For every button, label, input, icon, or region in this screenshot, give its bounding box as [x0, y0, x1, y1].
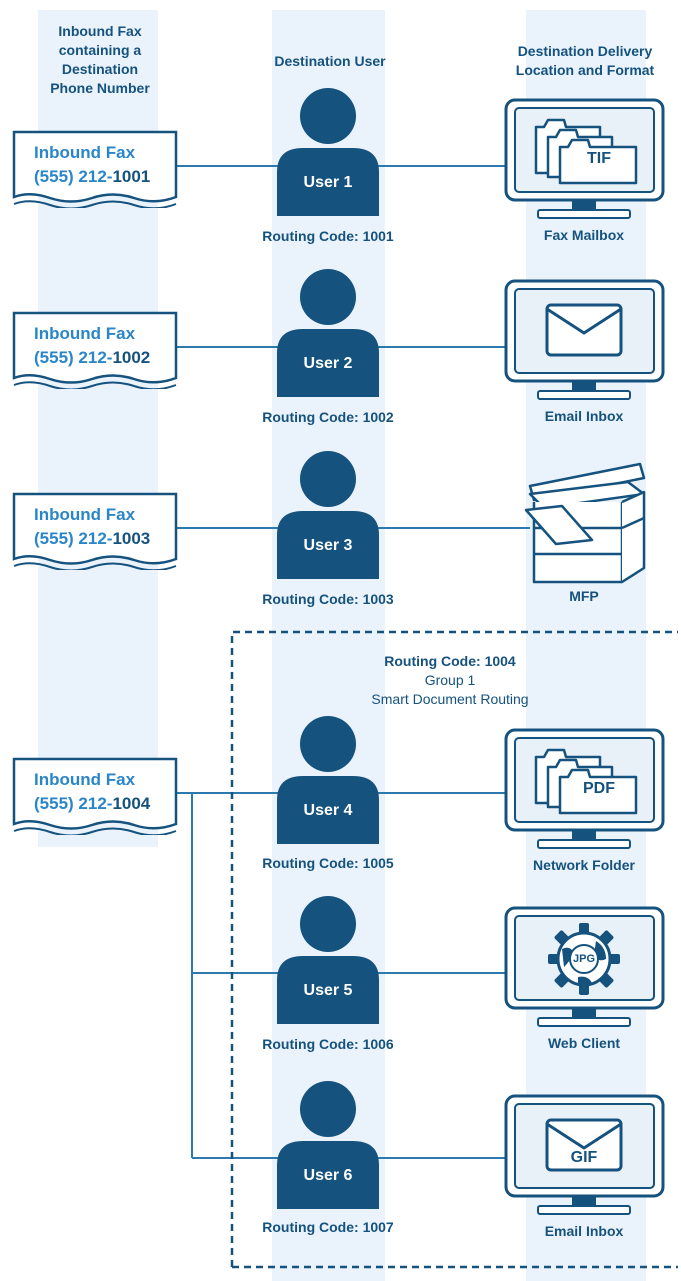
user-name: User 6	[303, 1167, 353, 1184]
fax-number: (555) 212-1002	[34, 348, 151, 367]
destination-web-client: JPG Web Client	[500, 905, 668, 1051]
destination-label: Email Inbox	[544, 408, 624, 424]
fax-label: Inbound Fax	[34, 324, 136, 343]
column-lane-destinations	[526, 10, 646, 1281]
user-name: User 5	[303, 982, 353, 999]
routing-code: Routing Code: 1006	[262, 1036, 394, 1052]
fax-number: (555) 212-1004	[34, 794, 151, 813]
format-label: PDF	[583, 780, 615, 797]
group-routing-code: Routing Code: 1004	[384, 653, 516, 669]
fax-document-icon	[12, 311, 178, 389]
fax-document-icon	[12, 757, 178, 835]
destination-email-inbox-2: GIF Email Inbox	[500, 1093, 668, 1239]
user-name: User 2	[303, 355, 353, 372]
destination-mfp: MFP	[500, 458, 668, 604]
user-2: User 2	[275, 269, 381, 397]
inbound-fax-1004: Inbound Fax (555) 212-1004	[10, 755, 180, 835]
fax-number: (555) 212-1003	[34, 529, 151, 548]
destination-network-folder: PDF Network Folder	[500, 727, 668, 873]
user-silhouette-icon	[277, 896, 379, 1024]
destination-label: MFP	[569, 588, 599, 604]
routing-code: Routing Code: 1003	[262, 591, 394, 607]
user-silhouette-icon	[277, 269, 379, 397]
user-5: User 5	[275, 896, 381, 1024]
format-label: JPG	[572, 953, 595, 965]
routing-code: Routing Code: 1001	[262, 228, 394, 244]
format-label: GIF	[570, 1149, 598, 1166]
inbound-fax-1002: Inbound Fax (555) 212-1002	[10, 309, 180, 389]
fax-document-icon	[12, 492, 178, 570]
destination-email-inbox-1: Email Inbox	[500, 278, 668, 424]
user-silhouette-icon	[277, 451, 379, 579]
destination-label: Fax Mailbox	[543, 227, 625, 243]
inbound-fax-1001: Inbound Fax (555) 212-1001	[10, 128, 180, 208]
fax-label: Inbound Fax	[34, 143, 136, 162]
column-lane-users	[272, 10, 385, 1281]
destination-label: Web Client	[547, 1035, 621, 1051]
folder-monitor-icon	[504, 98, 665, 219]
user-silhouette-icon	[277, 1081, 379, 1209]
group-description: Smart Document Routing	[371, 691, 529, 707]
user-4: User 4	[275, 716, 381, 844]
header-destination-user: Destination User	[274, 53, 386, 69]
user-name: User 3	[303, 537, 353, 554]
user-name: User 4	[303, 802, 353, 819]
header-inbound-fax: Inbound Fax containing a Destination Pho…	[50, 23, 150, 96]
user-1: User 1	[275, 88, 381, 216]
fax-label: Inbound Fax	[34, 505, 136, 524]
globe-gear-monitor-icon	[504, 906, 665, 1027]
envelope-monitor-icon	[504, 1094, 665, 1215]
user-silhouette-icon	[277, 88, 379, 216]
folder-monitor-icon	[504, 728, 665, 849]
fax-number: (555) 212-1001	[34, 167, 151, 186]
routing-code: Routing Code: 1007	[262, 1219, 394, 1235]
user-name: User 1	[303, 174, 353, 191]
destination-label: Network Folder	[533, 857, 635, 873]
user-silhouette-icon	[277, 716, 379, 844]
user-6: User 6	[275, 1081, 381, 1209]
destination-label: Email Inbox	[544, 1223, 624, 1239]
group-info: Routing Code: 1004 Group 1 Smart Documen…	[330, 652, 570, 709]
group-name: Group 1	[424, 672, 476, 688]
user-3: User 3	[275, 451, 381, 579]
printer-icon	[524, 462, 646, 584]
destination-fax-mailbox: TIF Fax Mailbox	[500, 97, 668, 243]
routing-code: Routing Code: 1005	[262, 855, 394, 871]
format-label: TIF	[587, 150, 611, 167]
inbound-fax-1003: Inbound Fax (555) 212-1003	[10, 490, 180, 570]
envelope-monitor-icon	[504, 279, 665, 400]
routing-code: Routing Code: 1002	[262, 409, 394, 425]
header-destination-delivery: Destination Delivery Location and Format	[515, 43, 655, 78]
fax-document-icon	[12, 130, 178, 208]
fax-label: Inbound Fax	[34, 770, 136, 789]
